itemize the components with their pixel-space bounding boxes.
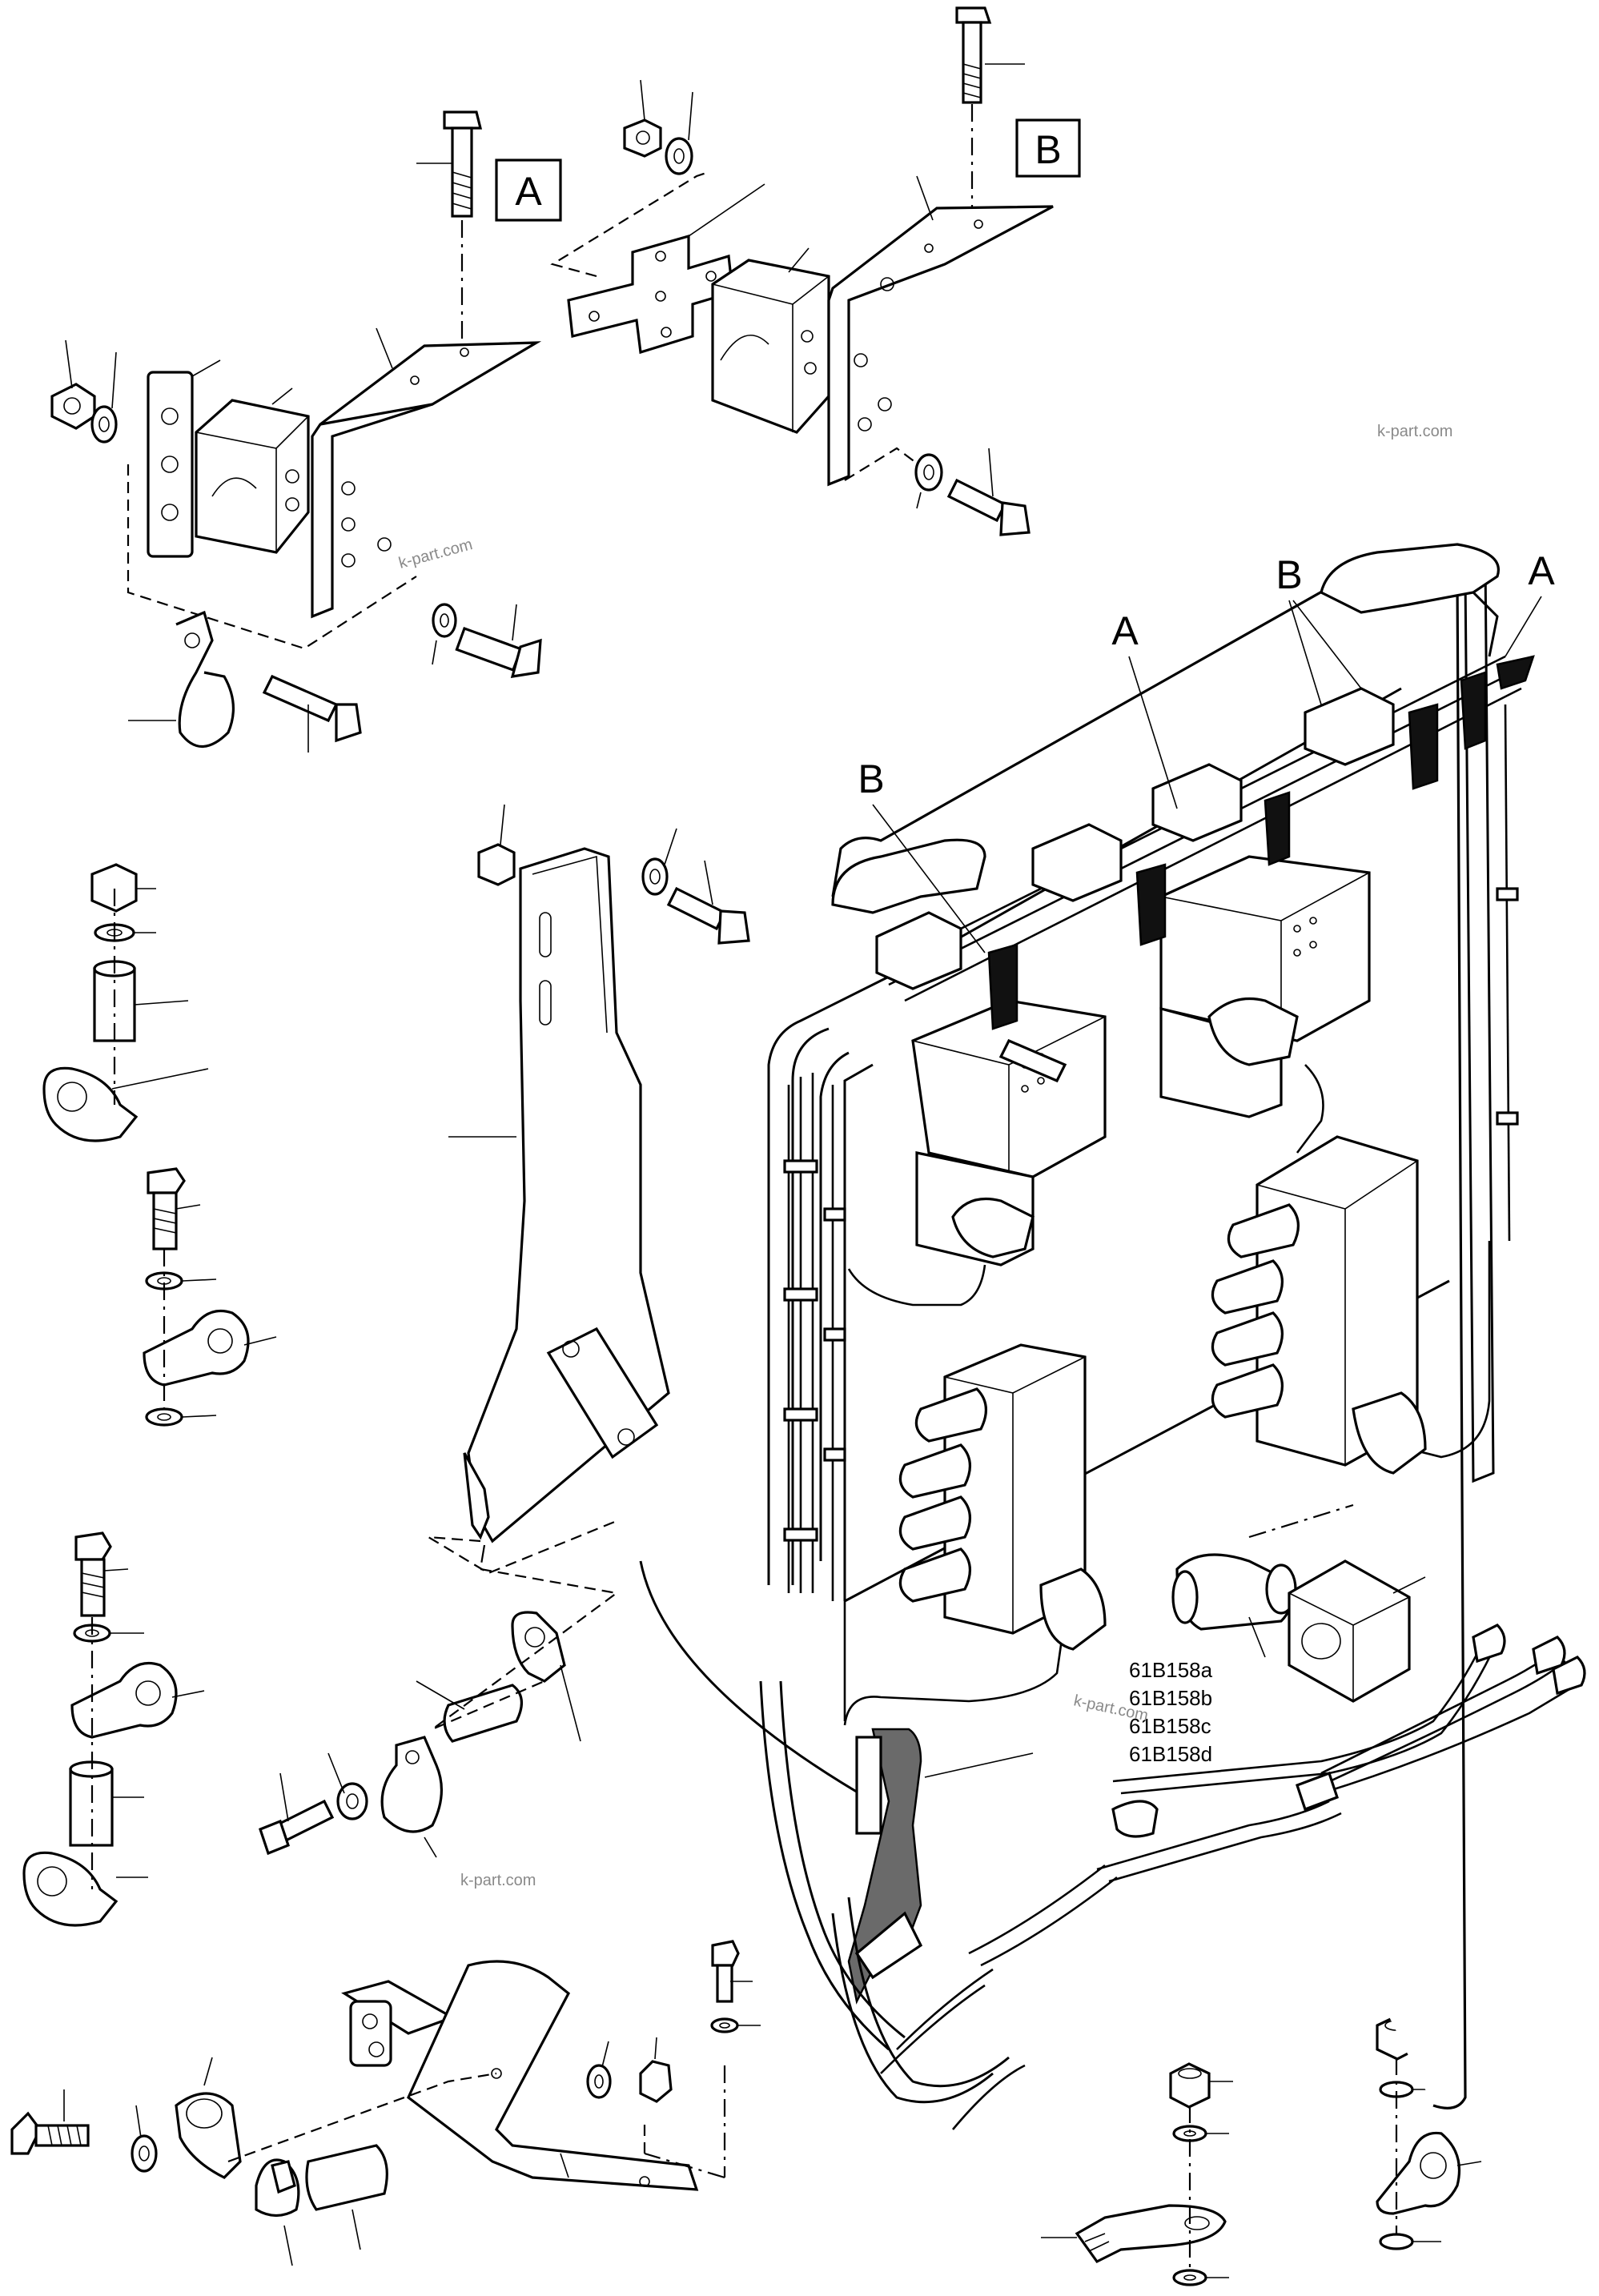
- cable-lug: [1075, 2204, 1227, 2264]
- clamp-plate: [147, 371, 194, 558]
- wiring-harness-top: [875, 655, 1535, 1083]
- part-code-c: 61B158c: [1129, 1714, 1211, 1738]
- p-clamp-icon: [22, 1851, 119, 1927]
- washer-icon: [914, 453, 943, 492]
- clamp-stack-3: [22, 1531, 205, 1927]
- bolt-icon: [10, 2111, 90, 2155]
- p-clamp-icon: [175, 2092, 242, 2179]
- callout-a-1: A: [1111, 608, 1139, 653]
- clamp-block: [711, 259, 830, 434]
- grommet-icon: [255, 2158, 300, 2218]
- callout-b-1: B: [1276, 552, 1302, 597]
- bolt-icon: [443, 110, 483, 218]
- mounting-bracket-a: [311, 341, 542, 619]
- p-clamp-icon: [380, 1736, 444, 1833]
- bolt-icon: [711, 1940, 740, 2003]
- cable-harness: [880, 1624, 1586, 2130]
- washer-icon: [1379, 2233, 1414, 2250]
- spacer-sleeve: [443, 1684, 523, 1743]
- washer-icon: [432, 603, 457, 638]
- ground-terminal-stack: [1041, 2062, 1233, 2286]
- p-clamp-icon: [42, 1066, 139, 1142]
- bolt-icon: [666, 886, 750, 945]
- watermark: k-part.com: [460, 1872, 536, 1889]
- reference-arrow: [639, 1560, 874, 1803]
- bottom-clamp-assembly: [10, 1940, 761, 2266]
- solenoid-coil: [898, 1387, 987, 1603]
- spacer-sleeve: [305, 2144, 388, 2211]
- clamp-stack-1: [42, 863, 209, 1142]
- washer-icon: [131, 2134, 158, 2173]
- p-clamp-icon: [1376, 2131, 1461, 2215]
- washer-icon: [336, 1782, 368, 1820]
- valve-frame-assembly: [759, 543, 1586, 2130]
- washer-icon: [586, 2064, 612, 2099]
- nut-icon: [639, 2060, 673, 2103]
- washer-icon: [90, 405, 118, 444]
- bolt-icon: [946, 478, 1031, 536]
- p-clamp-icon: [511, 1611, 566, 1683]
- ref-box-a: [495, 159, 562, 222]
- part-code-b: 61B158b: [1129, 1686, 1212, 1710]
- washer-icon: [145, 1407, 183, 1427]
- solenoid-valve-stack: [898, 1343, 1107, 1651]
- inline-connector: [1171, 1553, 1297, 1631]
- washer-icon: [1172, 2269, 1207, 2286]
- nut-icon: [50, 383, 96, 430]
- bolt-icon: [259, 1799, 335, 1856]
- solenoid-coil: [1211, 1203, 1300, 1419]
- bolt-icon: [74, 1531, 112, 1617]
- bolt-icon: [455, 626, 542, 678]
- ref-box-b-label: B: [1035, 127, 1061, 172]
- bracket-assembly-b: B: [550, 6, 1081, 536]
- mounting-bracket-b: [827, 205, 1054, 487]
- bolt-icon: [262, 674, 362, 743]
- washer-icon: [665, 137, 693, 175]
- square-flange: [1288, 1559, 1411, 1703]
- solenoid-valve-stack: [1211, 1135, 1427, 1475]
- nut-icon: [90, 863, 138, 913]
- long-mounting-bracket: [428, 804, 750, 1575]
- bracket-assembly-a: A: [50, 110, 562, 753]
- nut-icon: [477, 843, 516, 886]
- p-clamp-icon: [143, 1309, 250, 1387]
- center-clamp-parts: [259, 1567, 619, 1858]
- washer-icon: [1172, 2125, 1207, 2142]
- part-code-a: 61B158a: [1129, 1658, 1213, 1682]
- lower-bracket: [341, 1960, 699, 2191]
- washer-icon: [641, 857, 669, 896]
- ref-box-b: [1015, 118, 1081, 178]
- nut-icon: [623, 118, 662, 158]
- callout-b-2: B: [858, 757, 884, 801]
- hose-bundle: [783, 704, 1519, 1726]
- part-code-d: 61B158d: [1129, 1742, 1212, 1766]
- p-clamp-icon: [175, 610, 235, 749]
- ref-box-a-label: A: [515, 169, 542, 214]
- cross-plate: [567, 234, 734, 355]
- clamp-stack-2: [143, 1167, 277, 1427]
- part-code-list: 61B158a 61B158b 61B158c 61B158d: [1129, 1658, 1213, 1766]
- callout-a-2: A: [1528, 548, 1555, 593]
- bolt-icon: [147, 1167, 186, 1250]
- bolt-icon: [955, 6, 992, 104]
- watermark: k-part.com: [1377, 423, 1452, 440]
- valve-block: [1159, 855, 1371, 1118]
- callouts: A B A B: [858, 548, 1555, 953]
- clamp-block: [195, 399, 310, 554]
- shaded-bracket: [847, 1728, 923, 2005]
- p-clamp-icon: [70, 1661, 178, 1739]
- washer-icon: [710, 2017, 739, 2033]
- nut-icon: [1169, 2062, 1211, 2109]
- watermark: k-part.com: [397, 536, 475, 572]
